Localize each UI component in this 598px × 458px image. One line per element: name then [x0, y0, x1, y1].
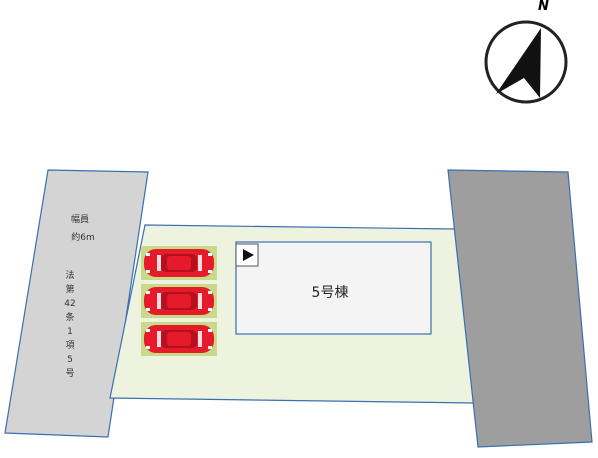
north-compass: N	[484, 0, 568, 104]
legal-char: 項	[65, 340, 74, 351]
legal-char: 42	[64, 299, 75, 309]
road-width-label-line2: 約6m	[71, 231, 95, 243]
legal-char: 第	[65, 283, 74, 295]
parking-space	[141, 246, 217, 280]
road-left	[4, 169, 149, 438]
legal-char: 号	[65, 368, 74, 379]
legal-char: 法	[65, 269, 74, 281]
parking-area	[141, 246, 217, 356]
building-5: 5号棟	[235, 241, 432, 335]
road-right	[447, 169, 593, 448]
parking-space	[141, 284, 217, 318]
legal-char: 条	[65, 311, 74, 323]
north-arrow-icon	[496, 28, 541, 98]
car-icon	[144, 287, 214, 315]
road-width-label: 幅員 約6m	[71, 213, 95, 243]
building-footprint	[235, 241, 432, 335]
road-width-label-line1: 幅員	[71, 213, 89, 225]
legal-char: 5	[67, 355, 73, 365]
building-label: 5号棟	[312, 285, 349, 301]
north-label: N	[538, 0, 549, 14]
parking-space	[141, 322, 217, 356]
car-icon	[144, 325, 214, 353]
road-legal-label: 法 第 42 条 1 項 5 号	[64, 269, 75, 379]
legal-char: 1	[67, 327, 73, 337]
car-icon	[144, 249, 214, 277]
entrance-arrow-icon	[243, 249, 254, 261]
